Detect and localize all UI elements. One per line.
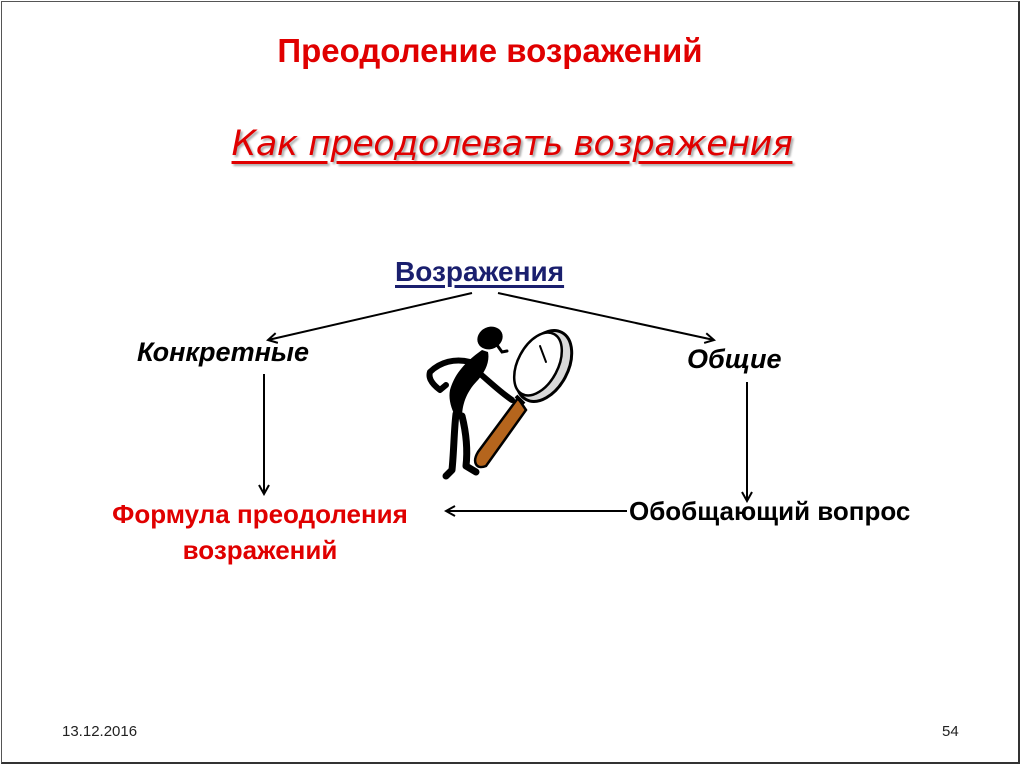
slide-subtitle: Как преодолевать возражения bbox=[231, 124, 793, 164]
stick-figure-with-magnifying-glass-icon bbox=[426, 326, 574, 480]
slide-title: Преодоление возражений bbox=[277, 32, 703, 69]
footer-date: 13.12.2016 bbox=[62, 723, 138, 740]
footer-page-number: 54 bbox=[942, 723, 959, 740]
diagram-node-formula: Формула преодоления возражений bbox=[112, 499, 408, 565]
diagram-node-specific: Конкретные bbox=[137, 337, 309, 367]
arrow-root-to-general bbox=[497, 292, 714, 340]
arrow-root-to-specific bbox=[268, 292, 473, 340]
diagram-node-generalizing-question: Обобщающий вопрос bbox=[629, 496, 911, 526]
diagram-root-node: Возражения bbox=[395, 256, 565, 287]
diagram-node-general: Общие bbox=[687, 344, 782, 374]
